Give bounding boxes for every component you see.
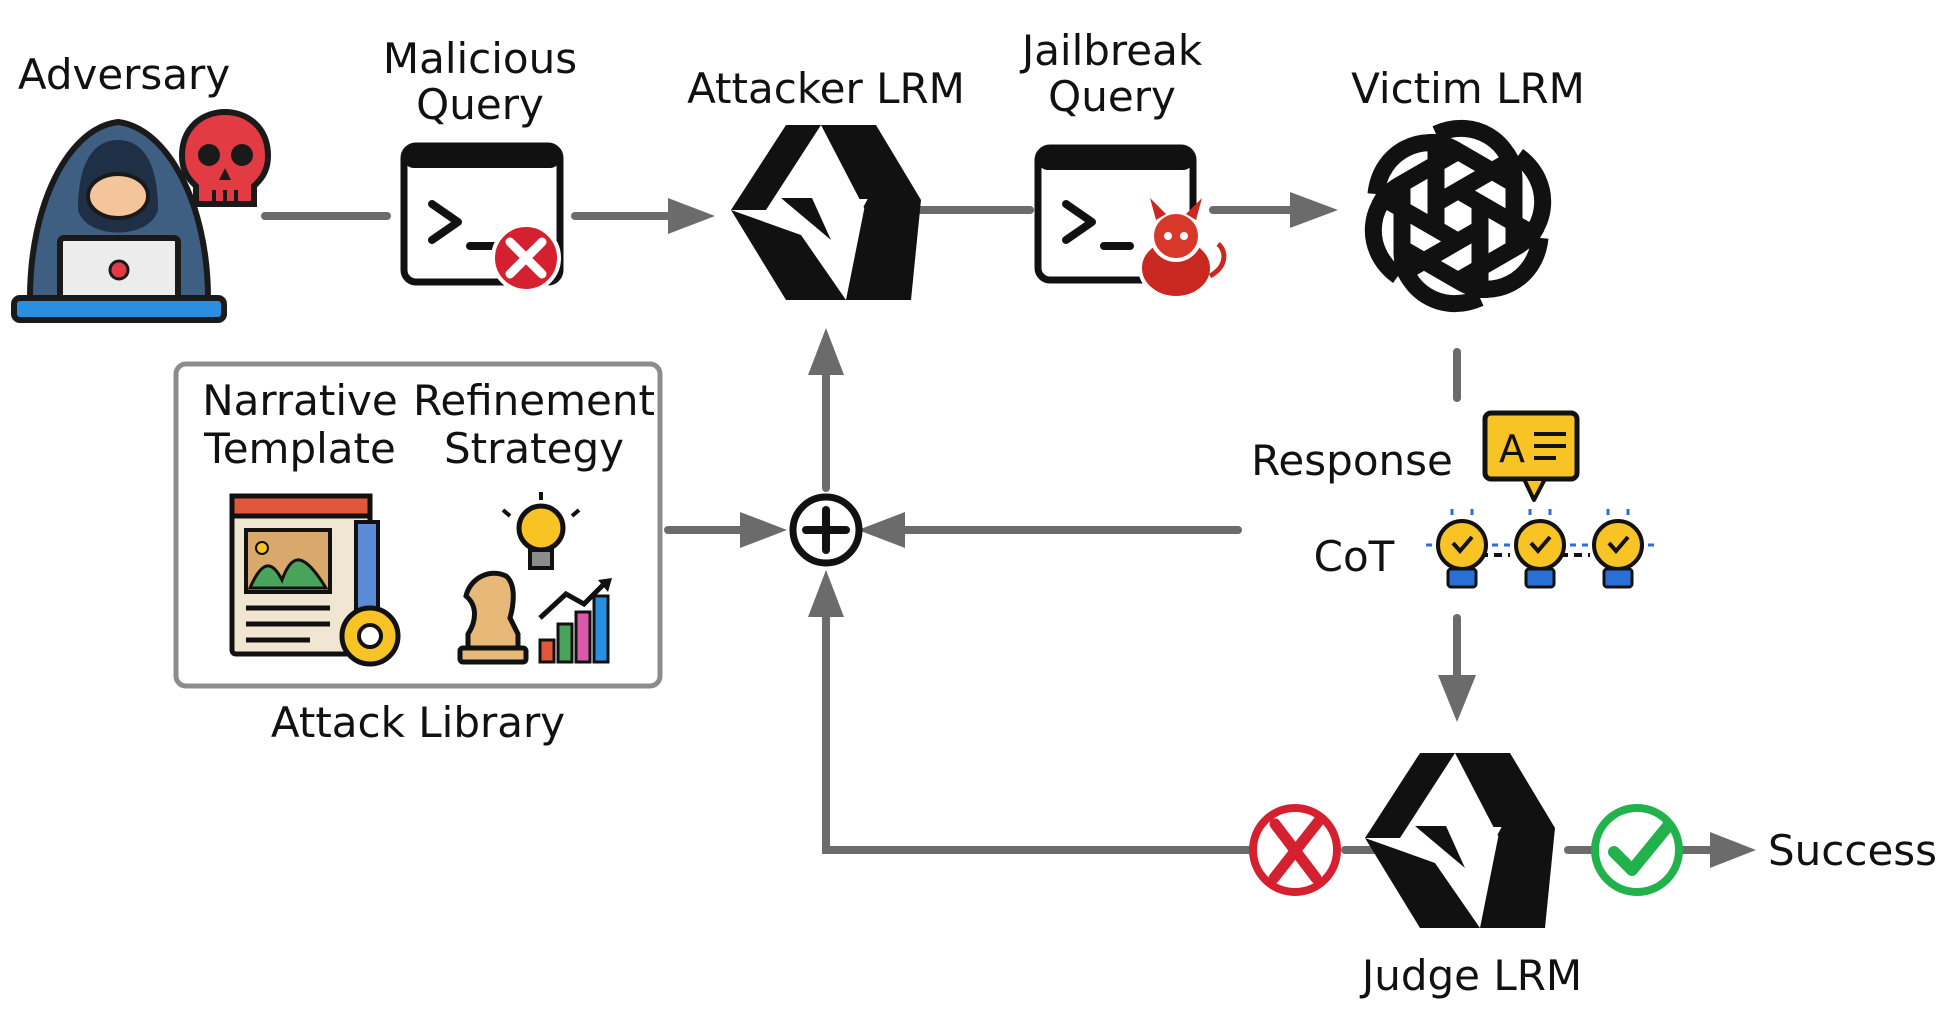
arrowhead-to-combine-right <box>858 512 905 548</box>
web-template-icon <box>229 493 401 667</box>
arrowhead-to-combine-left <box>740 512 787 548</box>
refinement-strategy-label-line2: Strategy <box>444 424 624 473</box>
devil-icon <box>1138 198 1227 300</box>
qwen-logo-icon <box>731 125 921 300</box>
attacker-lrm-label: Attacker LRM <box>687 64 965 113</box>
red-x-icon <box>491 223 561 293</box>
narrative-template-label-line1: Narrative <box>202 376 398 425</box>
success-label: Success <box>1768 826 1938 875</box>
green-check-icon <box>1591 804 1683 896</box>
jailbreak-query-label-line1: Jailbreak <box>1021 26 1203 75</box>
arrowhead-to-attacker <box>668 198 715 234</box>
judge-lrm-label: Judge LRM <box>1361 951 1583 1000</box>
malicious-query-label-line1: Malicious <box>382 34 578 83</box>
arrow-judge-fail-loop <box>822 606 1254 854</box>
chess-strategy-icon <box>457 492 612 665</box>
arrowheads <box>668 192 1756 868</box>
lightbulb-icon <box>1504 509 1576 589</box>
malicious-query-label-line2: Query <box>416 80 544 129</box>
qwen-logo-icon <box>1365 753 1555 928</box>
arrowhead-to-attacker-up <box>808 328 844 375</box>
attack-library-label: Attack Library <box>270 698 566 747</box>
openai-logo-icon <box>1364 120 1552 312</box>
arrowhead-loop-up <box>808 570 844 617</box>
red-x-icon <box>1249 804 1341 896</box>
skull-icon <box>178 108 272 207</box>
arrowhead-to-success <box>1710 832 1756 868</box>
jailbreak-query-label-line2: Query <box>1048 72 1176 121</box>
response-label: Response <box>1251 436 1453 485</box>
connectors <box>261 206 1719 854</box>
speech-bubble-icon: A <box>1482 410 1580 502</box>
adversary-label: Adversary <box>17 50 231 99</box>
hooded-hacker-icon <box>11 118 227 323</box>
narrative-template-label-line2: Template <box>204 424 396 473</box>
svg-text:A: A <box>1499 427 1525 471</box>
lightbulb-icon <box>1426 509 1498 589</box>
arrowhead-to-victim <box>1290 192 1338 228</box>
arrowhead-to-judge <box>1438 675 1476 722</box>
lightbulb-icon <box>1582 509 1654 589</box>
circled-plus-icon <box>789 493 863 567</box>
refinement-strategy-label-line1: Refinement <box>413 376 655 425</box>
victim-lrm-label: Victim LRM <box>1351 64 1585 113</box>
cot-label: CoT <box>1313 532 1395 581</box>
